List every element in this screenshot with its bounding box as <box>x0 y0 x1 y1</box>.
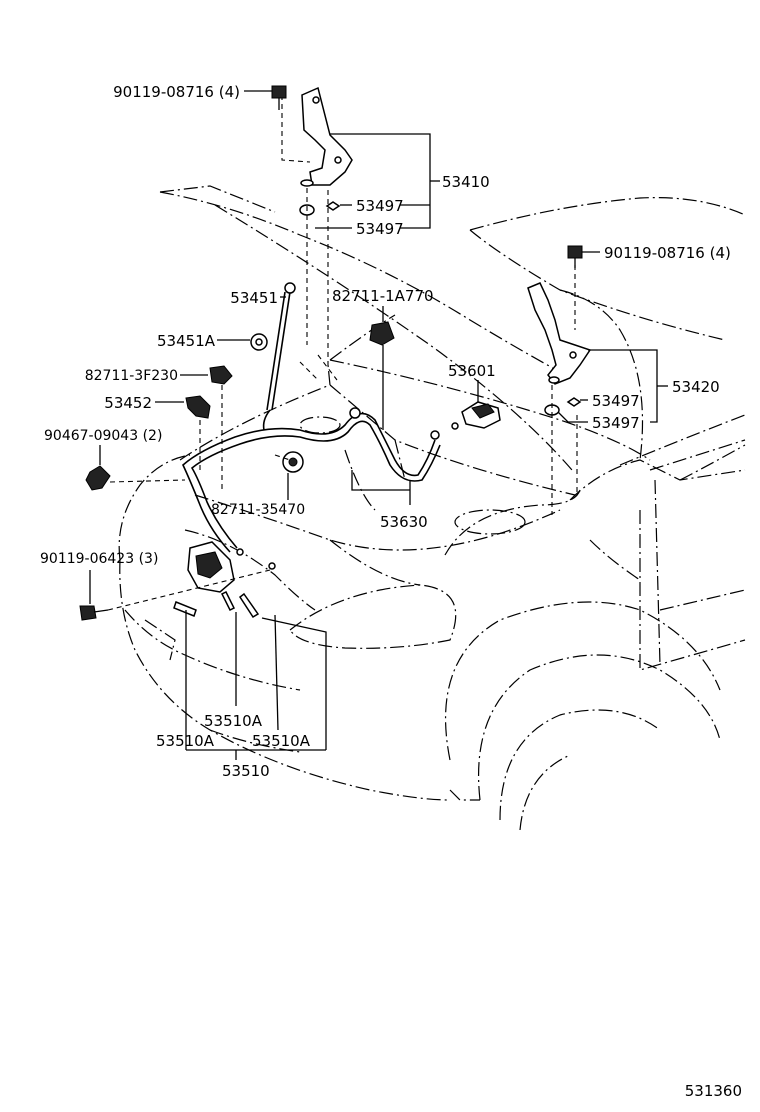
label-hinge-right: 53420 <box>672 378 720 396</box>
label-washer-left-2: 53497 <box>356 220 404 238</box>
label-grommet: 53451A <box>157 332 216 350</box>
diagram-id: 531360 <box>685 1082 742 1100</box>
cable-part <box>182 407 441 556</box>
label-bolt-top-left: 90119-08716 (4) <box>113 83 240 101</box>
clip-3f230-part <box>209 365 233 490</box>
car-body-outline <box>118 185 746 831</box>
bolt-icon <box>567 245 583 268</box>
label-washer-right-1: 53497 <box>592 392 640 410</box>
label-bolt-06423: 90119-06423 (3) <box>40 551 158 567</box>
support-rod-part <box>262 282 296 431</box>
clip-09043-part <box>85 465 186 491</box>
callout-labels: 90119-08716 (4) 53410 53497 53497 90119-… <box>40 83 742 1100</box>
label-clip-09043: 90467-09043 (2) <box>44 428 162 444</box>
label-release-lever: 53601 <box>448 362 496 380</box>
label-clip-35470: 82711-35470 <box>211 502 305 518</box>
label-lock-sub-1: 53510A <box>204 712 263 730</box>
holder-part <box>185 395 211 470</box>
label-cable: 53630 <box>380 513 428 531</box>
hood-lock-part <box>173 541 276 619</box>
label-lock-sub-2: 53510A <box>156 732 215 750</box>
label-holder: 53452 <box>104 394 152 412</box>
label-lock-sub-3: 53510A <box>252 732 311 750</box>
label-support-rod: 53451 <box>230 289 278 307</box>
label-washer-left-1: 53497 <box>356 197 404 215</box>
label-hinge-left: 53410 <box>442 173 490 191</box>
hinge-left-part <box>281 86 353 381</box>
release-lever-part <box>451 401 501 430</box>
label-lock-assy: 53510 <box>222 762 270 780</box>
leader-lines <box>89 90 668 760</box>
grommet-part <box>250 333 268 351</box>
bolt-icon <box>79 569 271 621</box>
clip-35470-part <box>274 451 304 473</box>
hinge-right-part <box>527 265 592 515</box>
bolt-icon <box>271 85 287 110</box>
clip-1a770-part <box>369 321 395 430</box>
label-bolt-top-right: 90119-08716 (4) <box>604 244 731 262</box>
label-clip-1a770: 82711-1A770 <box>332 287 434 305</box>
label-washer-right-2: 53497 <box>592 414 640 432</box>
label-clip-3f230: 82711-3F230 <box>85 368 178 384</box>
